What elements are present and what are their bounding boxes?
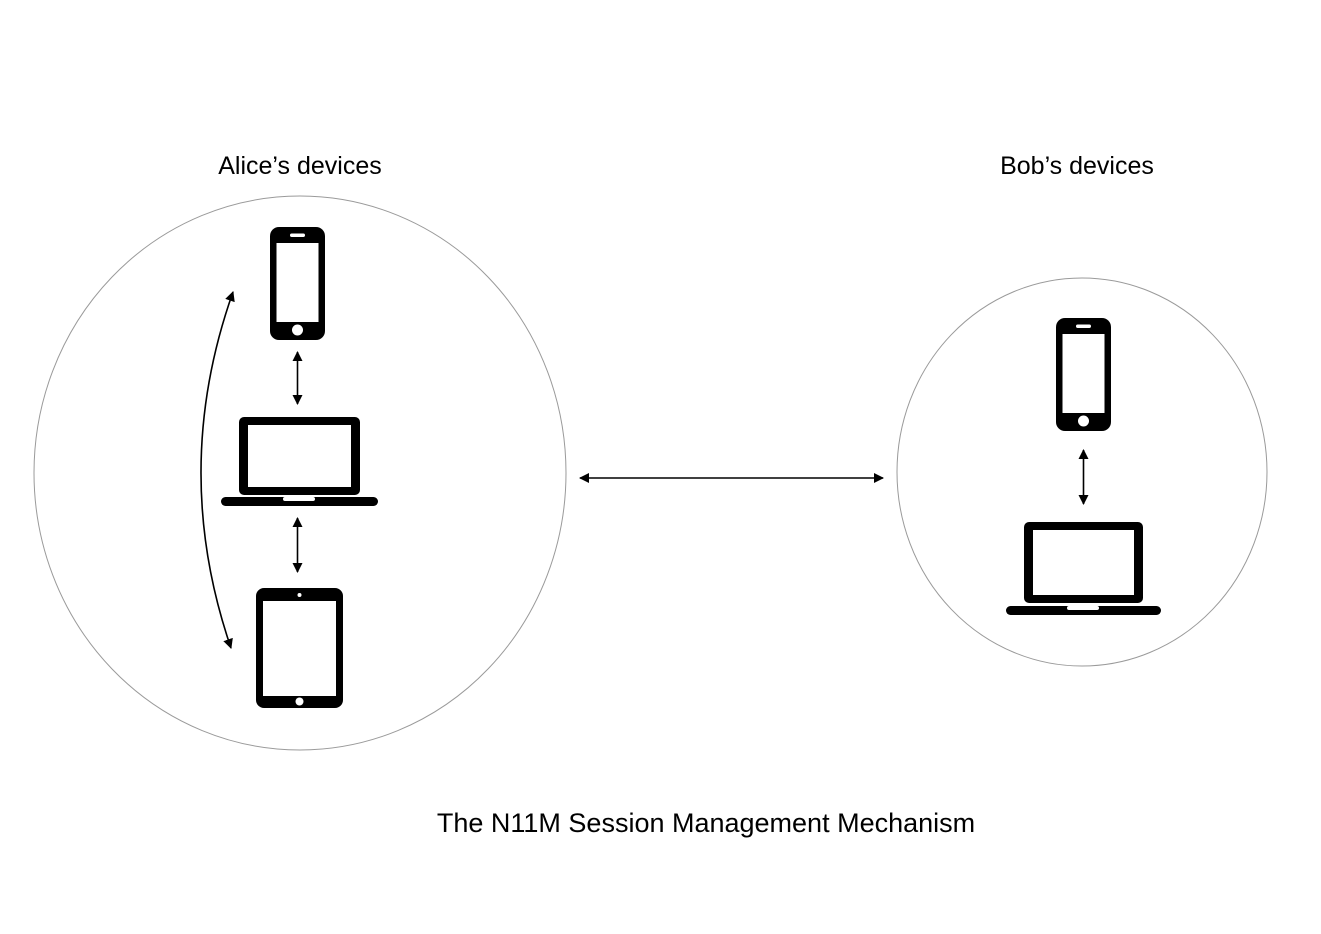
bob-devices-label: Bob’s devices (1000, 152, 1154, 180)
diagram-title: The N11M Session Management Mechanism (437, 808, 975, 838)
alice-phone-tablet-curved-arrow (200, 291, 235, 649)
alice-smartphone-icon (270, 227, 325, 340)
alice-devices-label: Alice’s devices (218, 152, 382, 180)
alice-tablet-icon (256, 588, 343, 708)
alice-laptop-icon (221, 417, 378, 506)
bob-laptop-icon (1006, 522, 1161, 615)
alice-devices-circle (33, 195, 567, 751)
bob-devices-circle (896, 277, 1268, 667)
bob-smartphone-icon (1056, 318, 1111, 431)
